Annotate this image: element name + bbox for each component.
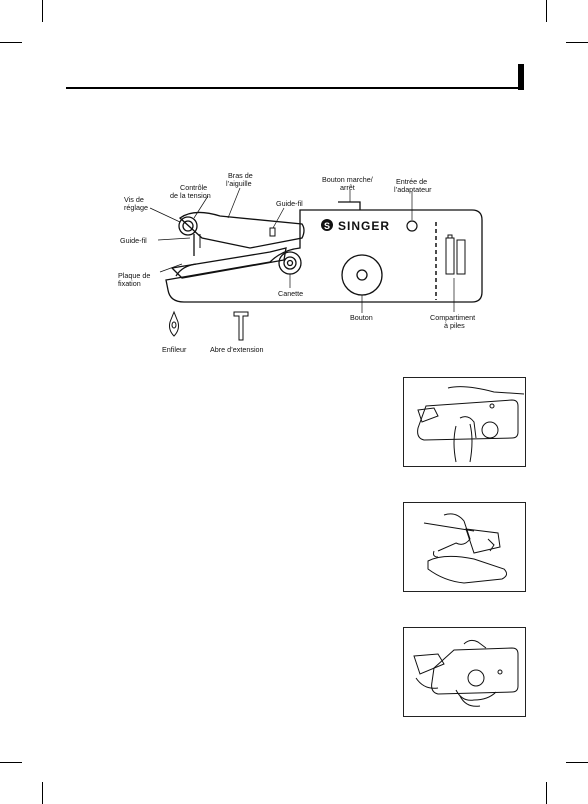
threading-machine-photo xyxy=(403,502,526,592)
crop-mark-bottom-left-v xyxy=(42,782,43,804)
brand-logo-icon-letter: S xyxy=(324,221,331,231)
knob xyxy=(342,255,382,295)
hand-holding-machine-photo xyxy=(403,377,526,467)
machine-body xyxy=(166,202,482,302)
brand-name: SINGER xyxy=(338,219,390,233)
extension-tool-icon xyxy=(234,312,248,340)
crop-mark-top-right-v xyxy=(546,0,547,22)
label-bouton: Bouton xyxy=(350,313,373,322)
label-enfileur: Enfileur xyxy=(162,345,187,354)
machine-in-hand-photo xyxy=(403,627,526,717)
thread-guide xyxy=(270,228,275,236)
crop-mark-top-left-v xyxy=(42,0,43,22)
label-abre-extension: Abre d’extension xyxy=(210,345,264,354)
adapter-socket xyxy=(407,221,417,231)
battery-icon xyxy=(446,235,465,274)
label-bouton-marche: Bouton marche/arrêt xyxy=(322,175,373,192)
header-rule xyxy=(66,87,524,89)
crop-mark-bottom-right xyxy=(566,762,588,763)
threader-icon xyxy=(170,312,179,336)
crop-mark-bottom-left xyxy=(0,762,22,763)
label-guide-fil-left: Guide-fil xyxy=(120,236,147,245)
crop-mark-bottom-right-v xyxy=(546,782,547,804)
crop-mark-top-right xyxy=(566,42,588,43)
header-tab-marker xyxy=(518,64,524,90)
crop-mark-top-left xyxy=(0,42,22,43)
label-guide-fil-top: Guide-fil xyxy=(276,199,303,208)
spool xyxy=(279,252,301,274)
label-canette: Canette xyxy=(278,289,303,298)
